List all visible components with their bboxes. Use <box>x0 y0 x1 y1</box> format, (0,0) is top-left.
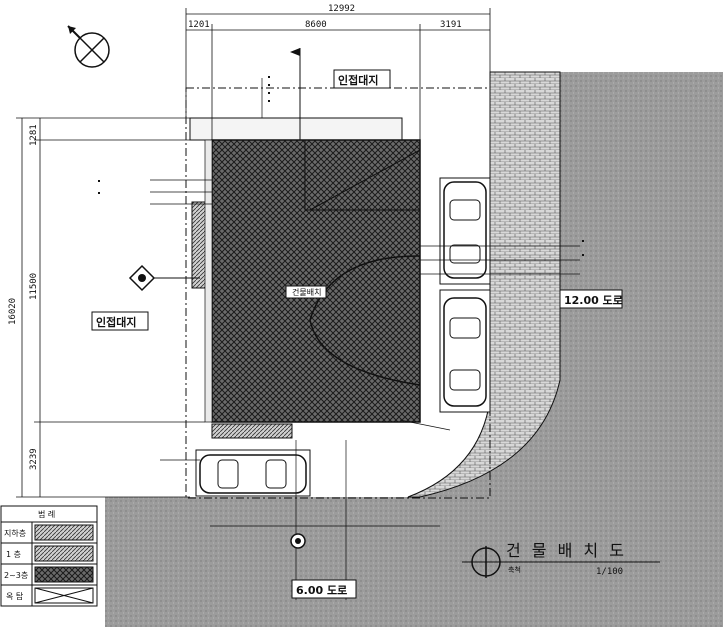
north-arrow-icon <box>67 25 110 68</box>
left-wall-strip <box>204 139 213 423</box>
road-bottom-label: 6.00 도로 <box>296 584 347 597</box>
entrance-marker-icon <box>128 264 200 292</box>
car-bottom-icon <box>199 454 307 494</box>
inner-frame <box>304 139 421 211</box>
scale-prefix: 축척 <box>508 565 521 574</box>
dim-middle-segment: 8600 <box>305 20 327 30</box>
legend-swatch-basement <box>34 524 94 541</box>
car-top-icon <box>443 181 487 279</box>
road-bottom-box <box>291 579 357 599</box>
bottom-marker-icon <box>290 533 306 549</box>
adjacent-left-label: 인접대지 <box>96 315 136 329</box>
left-stair-strip <box>191 201 207 289</box>
dim-total-depth: 16020 <box>8 298 18 325</box>
scale-value: 1/100 <box>596 567 623 577</box>
adjacent-left-box <box>91 311 149 331</box>
legend-table <box>0 505 98 607</box>
road-right-area <box>105 72 723 627</box>
legend-swatch-roof <box>34 587 94 604</box>
legend-row-label: 2~3층 <box>4 571 28 580</box>
drawing-title: 건 물 배 치 도 <box>506 541 627 560</box>
annotation-ticks <box>98 76 584 256</box>
building-center-label: 건물배치 <box>292 287 321 297</box>
road-right-label: 12.00 도로 <box>564 294 623 307</box>
dim-bottom-segment: 3239 <box>29 448 39 470</box>
road-right-box <box>559 289 623 309</box>
legend-header: 범 례 <box>38 509 55 519</box>
dimension-lines-left <box>16 117 205 498</box>
dim-total-width: 12992 <box>328 4 355 14</box>
building-center-box <box>285 285 327 299</box>
top-eave-strip <box>189 117 403 141</box>
building-footprint <box>211 139 421 423</box>
flag-marker-icon <box>290 48 301 140</box>
access-curve <box>309 255 421 386</box>
legend-swatch-first <box>34 545 94 562</box>
car-middle-icon <box>443 297 487 407</box>
legend-row-label: 지하층 <box>4 528 26 538</box>
dim-left-segment: 1201 <box>188 20 210 30</box>
adjacent-top-box <box>333 69 391 89</box>
dim-main-segment: 11500 <box>29 273 39 300</box>
adjacent-top-label: 인접대지 <box>338 73 378 87</box>
dim-right-segment: 3191 <box>440 20 462 30</box>
dim-top-segment: 1281 <box>29 124 39 146</box>
title-symbol-icon <box>462 546 660 578</box>
diagonal-line <box>309 149 421 211</box>
bottom-hatched-strip <box>211 423 293 439</box>
dimension-lines-top <box>185 8 491 140</box>
sidewalk-brick <box>407 71 561 498</box>
legend-row-label: 1 층 <box>6 550 21 559</box>
legend-swatch-upper <box>34 566 94 583</box>
legend-row-label: 옥 탑 <box>6 592 24 601</box>
leader-lines <box>150 78 580 600</box>
